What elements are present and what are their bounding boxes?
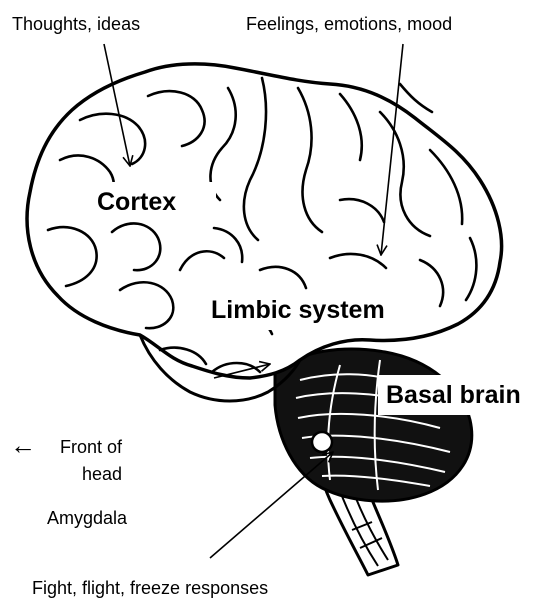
limbic-system-label: Limbic system <box>211 296 385 324</box>
fight-flight-label: Fight, flight, freeze responses <box>32 578 268 598</box>
thoughts-label: Thoughts, ideas <box>12 14 140 34</box>
amygdala-label: Amygdala <box>47 508 127 528</box>
front-of-head-label: Front of <box>60 437 122 457</box>
front-arrow-icon: ← <box>10 432 36 458</box>
amygdala-node <box>312 432 332 452</box>
basal-brain-label: Basal brain <box>386 381 521 409</box>
feelings-label: Feelings, emotions, mood <box>246 14 452 34</box>
head-label: head <box>82 464 122 484</box>
cortex-label: Cortex <box>97 188 176 216</box>
